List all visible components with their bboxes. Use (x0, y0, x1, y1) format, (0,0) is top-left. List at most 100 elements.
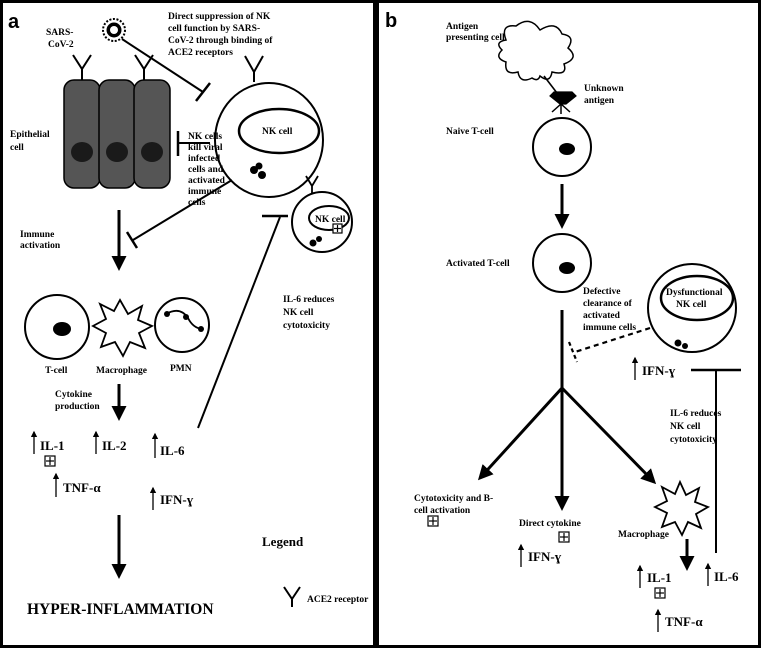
panel-b-letter: b (385, 10, 397, 32)
ifn-text: IFN-ɣ (160, 492, 194, 507)
il6-reduces-1: IL-6 reduces (283, 295, 335, 305)
epithelial-label-2: cell (10, 143, 24, 153)
epithelial-cells (63, 79, 171, 189)
macrophage-icon (91, 298, 155, 358)
naive-tcell-nucleus (559, 143, 575, 155)
unknown-antigen-icon (549, 91, 577, 105)
naive-tcell-label: Naive T-cell (446, 127, 494, 137)
nk-kill-text-1: NK cells (188, 132, 222, 142)
nk-kill-text-5: activated (188, 176, 226, 186)
il6-reduces-2: NK cell (283, 308, 314, 318)
suppression-text-2: cell function by SARS- (168, 24, 260, 34)
cytotox-2: cell activation (414, 506, 471, 516)
dysfunctional-1: Dysfunctional (666, 288, 723, 298)
il6-b-reduces-3: cytotoxicity (670, 435, 717, 445)
ace2-receptor-icon-epi-2 (134, 54, 154, 80)
apc-label-1: Antigen (446, 22, 479, 32)
defective-4: immune cells (583, 323, 636, 333)
macrophage-b-label: Macrophage (618, 530, 669, 540)
nk-granules (250, 162, 266, 179)
ace2-receptor-icon-nk-small (305, 175, 319, 193)
branch-right (560, 386, 657, 485)
activated-tcell-nucleus (559, 262, 575, 274)
il6-reduces-3: cytotoxicity (283, 321, 330, 331)
cytokine-1: Cytokine (55, 390, 92, 400)
defective-1: Defective (583, 287, 620, 297)
tcell-label: T-cell (45, 366, 68, 376)
plus-box-icon-b2 (558, 531, 570, 543)
activated-tcell (532, 233, 592, 293)
defective-2: clearance of (583, 299, 633, 309)
tnf-b-text: TNF-α (665, 614, 703, 629)
sars-cov-2-virus-icon (102, 18, 126, 42)
panel-a-border (0, 0, 376, 648)
nk-small-granules (309, 236, 322, 247)
virus-label-2: CoV-2 (48, 40, 74, 50)
nk-cell-small-label: NK cell (315, 215, 346, 225)
suppression-text-1: Direct suppression of NK (168, 12, 271, 22)
branch-left (477, 386, 564, 481)
plus-box-icon-b1 (427, 515, 439, 527)
nk-nucleus (237, 107, 321, 155)
cytotox-1: Cytotoxicity and B- (414, 494, 493, 504)
il1-b-text: IL-1 (647, 570, 672, 585)
immune-activation-2: activation (20, 241, 61, 251)
nk-kill-text-7: cells (188, 198, 206, 208)
il1-text: IL-1 (40, 438, 65, 453)
virus-label-1: SARS- (46, 28, 73, 38)
nk-kill-text-6: immune (188, 187, 221, 197)
epithelial-label-1: Epithelial (10, 130, 50, 140)
macrophage-b-icon (652, 479, 711, 538)
panel-b-border (376, 0, 761, 648)
defective-dashed-line (574, 326, 651, 354)
hyper-inflammation: HYPER-INFLAMMATION (27, 601, 214, 618)
plus-box-icon-a1 (44, 455, 56, 467)
ifn-b2-text: IFN-ɣ (528, 549, 562, 564)
suppression-text-3: CoV-2 through binding of (168, 36, 273, 46)
ifn-b-text: IFN-ɣ (642, 363, 676, 378)
legend-ace2: ACE2 receptor (307, 595, 369, 605)
ace2-receptor-icon-epi-1 (72, 54, 92, 80)
tcell-receptor-icon (551, 102, 571, 114)
virus-inhibit-line (121, 38, 204, 93)
ace2-receptor-icon-nk (244, 55, 264, 82)
dysfunctional-nk-nucleus (659, 274, 735, 322)
pmn-label: PMN (170, 364, 192, 374)
tnf-text: TNF-α (63, 480, 101, 495)
activated-tcell-label: Activated T-cell (446, 259, 510, 269)
tcell-nucleus (53, 322, 71, 336)
unknown-antigen-2: antigen (584, 96, 615, 106)
nk-cell-label: NK cell (262, 127, 293, 137)
cytokine-2: production (55, 402, 100, 412)
dysfunctional-2: NK cell (676, 300, 707, 310)
apc-link (543, 75, 558, 94)
defective-3: activated (583, 311, 621, 321)
il6-b-text: IL-6 (714, 569, 739, 584)
nk-inhibit-immune-bar (125, 231, 139, 249)
il6-b-reduces-2: NK cell (670, 422, 701, 432)
pmn-cell (154, 297, 210, 353)
nk-kill-text-3: infected (188, 154, 221, 164)
il2-text: IL-2 (102, 438, 127, 453)
nk-inhibit-immune-line (132, 179, 233, 241)
nk-kill-text-2: kill viral (188, 143, 223, 153)
il6-b-reduces-1: IL-6 reduces (670, 409, 722, 419)
virus-inhibit-bar (195, 82, 211, 102)
defective-dashed-bar (567, 341, 579, 363)
unknown-antigen-1: Unknown (584, 84, 624, 94)
panel-a-letter: a (8, 11, 20, 33)
nk-kill-text-4: cells and (188, 165, 224, 175)
plus-box-icon-nk (332, 223, 343, 234)
panel-b: b Antigen presenting cell Unknown antige… (380, 3, 741, 632)
il6-text: IL-6 (160, 443, 185, 458)
panel-a: a SARS- CoV-2 Direct suppression of NK c… (3, 3, 369, 618)
immune-activation-1: Immune (20, 230, 54, 240)
antigen-presenting-cell (498, 20, 574, 81)
macrophage-label: Macrophage (96, 366, 147, 376)
legend-title: Legend (262, 534, 304, 549)
ace2-receptor-icon-legend (283, 586, 301, 607)
apc-label-2: presenting cell (446, 33, 505, 43)
il6-inhibit-line (197, 216, 281, 429)
